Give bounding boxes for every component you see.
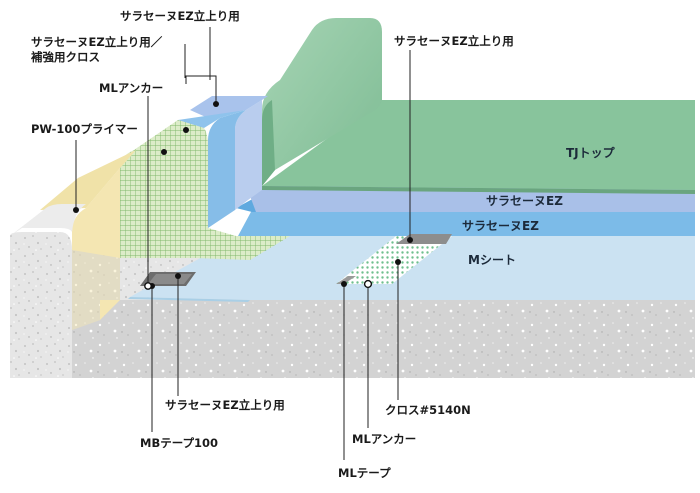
concrete-parapet-front bbox=[72, 250, 120, 330]
m-sheet-edge bbox=[128, 297, 250, 302]
ez-riser-blue bbox=[208, 110, 246, 228]
dot-ml-anchor-top bbox=[144, 282, 152, 290]
label-pw100-primer: PW-100プライマー bbox=[31, 122, 138, 136]
label-right-ez-riser: サラセーヌEZ立上り用 bbox=[394, 34, 514, 48]
reinforcing-cloth-top bbox=[120, 120, 204, 168]
dot-ml-tape bbox=[341, 281, 347, 287]
label-ez-riser-cross-line2: 補強用クロス bbox=[31, 50, 100, 64]
label-top-ez-riser: サラセーヌEZ立上り用 bbox=[120, 9, 240, 23]
dot-cloth bbox=[395, 259, 401, 265]
tj-top-edge bbox=[262, 186, 695, 194]
leader-dots bbox=[73, 101, 413, 289]
ez-riser-light bbox=[235, 100, 262, 210]
tj-top-riser-side bbox=[262, 100, 275, 186]
dot-pw100 bbox=[73, 207, 79, 213]
label-ez-riser-cross: サラセーヌEZ立上り用／ 補強用クロス bbox=[31, 35, 162, 65]
ez-riser-light-top bbox=[190, 96, 268, 118]
label-ez-riser-cross-line1: サラセーヌEZ立上り用／ bbox=[31, 35, 163, 49]
label-ml-anchor-top: MLアンカー bbox=[99, 81, 164, 95]
dot-ez-riser-blue bbox=[183, 127, 189, 133]
ml-tape-strip-edge bbox=[336, 276, 356, 284]
m-sheet-layer bbox=[130, 236, 695, 300]
dot-ml-anchor-bottom bbox=[363, 279, 373, 289]
mb-tape-100-inner bbox=[148, 274, 192, 284]
label-sarasene-ez-1: サラセーヌEZ bbox=[486, 194, 563, 208]
label-sarasene-ez-2: サラセーヌEZ bbox=[462, 219, 539, 233]
label-cloth-5140n: クロス#5140N bbox=[385, 403, 471, 417]
label-ml-anchor-bottom: MLアンカー bbox=[352, 432, 417, 446]
reinforcing-cloth bbox=[120, 120, 290, 260]
label-mb-tape-100: MBテープ100 bbox=[140, 436, 219, 450]
sarasene-ez-lower-layer bbox=[238, 210, 695, 236]
tj-top-riser bbox=[262, 18, 382, 186]
dot-bottom-ez bbox=[175, 273, 181, 279]
pw100-primer-top bbox=[40, 150, 136, 210]
cloth-5140n-strip bbox=[336, 236, 452, 284]
label-m-sheet: Mシート bbox=[468, 253, 516, 267]
dot-right-ez bbox=[407, 237, 413, 243]
dot-ez-riser-light bbox=[213, 101, 219, 107]
leader-lines bbox=[75, 27, 411, 460]
dot-reinforcing-cloth bbox=[161, 149, 167, 155]
label-ml-tape: MLテープ bbox=[338, 466, 391, 480]
label-bottom-ez-riser: サラセーヌEZ立上り用 bbox=[165, 398, 285, 412]
concrete-parapet bbox=[10, 232, 72, 378]
tj-top-field bbox=[262, 100, 695, 190]
label-tj-top: TJトップ bbox=[566, 146, 615, 160]
concrete-slab-front bbox=[10, 300, 695, 378]
concrete-parapet-top bbox=[10, 204, 86, 236]
leader-ez-cross bbox=[185, 75, 217, 104]
